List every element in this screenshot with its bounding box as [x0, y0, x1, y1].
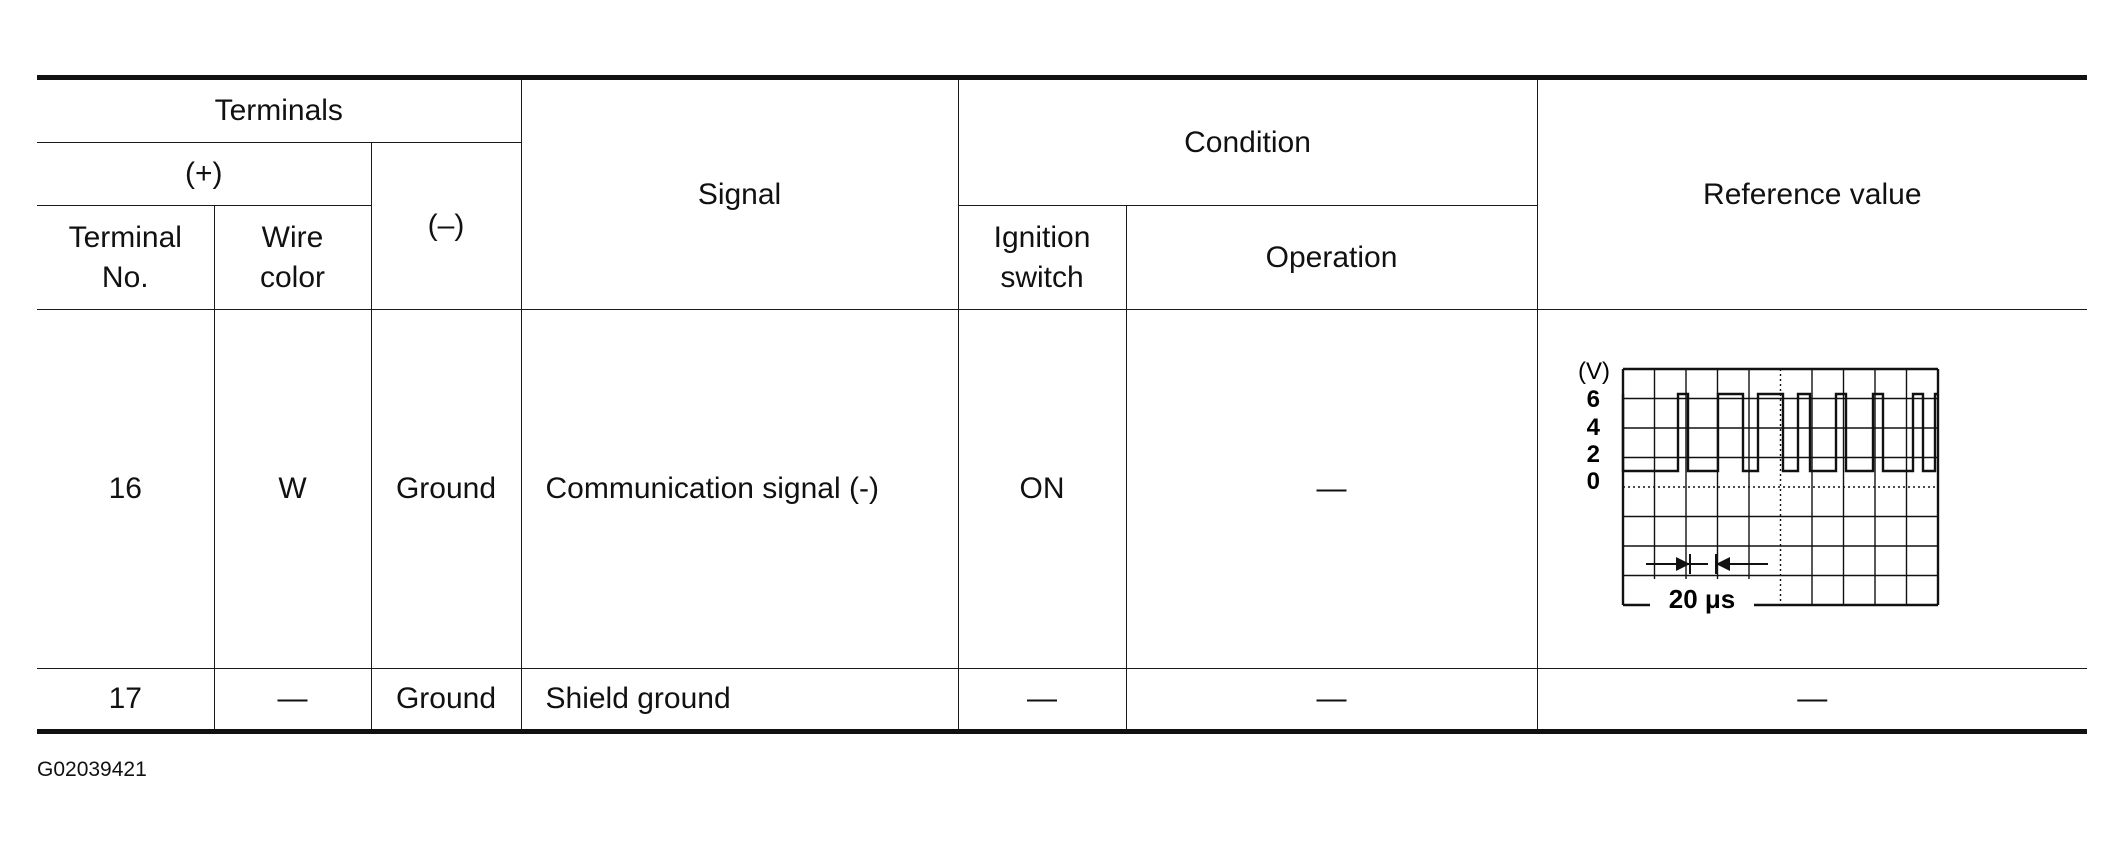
time-scale-label: 20 μs: [1668, 584, 1735, 614]
cell-minus: Ground: [370, 668, 522, 734]
cell-wire-color: W: [213, 309, 372, 669]
header-condition: Condition: [957, 75, 1538, 206]
header-operation: Operation: [1125, 205, 1538, 310]
oscilloscope-waveform: (V) 6 4 2 0 20 μs: [1578, 358, 1939, 615]
header-signal: Signal: [520, 75, 959, 310]
scope-y-tick: 6: [1586, 386, 1599, 413]
scope-grid: [1621, 367, 1939, 607]
header-terminals: Terminals: [37, 75, 522, 143]
time-scale-marker: 20 μs: [1645, 554, 1768, 615]
cell-reference-value: —: [1536, 668, 2088, 734]
cell-ignition-switch: ON: [957, 309, 1127, 669]
table-row: 16 W Ground Communication signal (-) ON …: [37, 309, 2088, 669]
cell-ignition-switch: —: [957, 668, 1127, 734]
cell-wire-color: —: [213, 668, 372, 734]
header-plus: (+): [37, 142, 372, 206]
cell-signal: Communication signal (-): [520, 309, 959, 669]
cell-minus: Ground: [370, 309, 522, 669]
scope-y-tick: 4: [1586, 414, 1600, 441]
table-row: 17 — Ground Shield ground — — —: [37, 668, 2088, 734]
scope-y-tick: 2: [1586, 441, 1599, 468]
terminal-reference-table: Terminals Signal Condition Reference val…: [37, 75, 2088, 734]
terminal-table-container: Terminals Signal Condition Reference val…: [37, 75, 2088, 734]
document-id: G02039421: [37, 758, 147, 781]
scope-y-tick: 0: [1586, 468, 1599, 495]
cell-terminal-no: 16: [37, 309, 215, 669]
header-reference-value: Reference value: [1536, 75, 2088, 310]
cell-operation: —: [1125, 309, 1538, 669]
scope-unit-label: (V): [1578, 358, 1610, 385]
cell-operation: —: [1125, 668, 1538, 734]
header-minus: (–): [370, 142, 522, 310]
scope-signal-trace: [1621, 392, 1938, 473]
cell-reference-waveform: (V) 6 4 2 0 20 μs: [1536, 309, 2088, 669]
cell-signal: Shield ground: [520, 668, 959, 734]
cell-terminal-no: 17: [37, 668, 215, 734]
